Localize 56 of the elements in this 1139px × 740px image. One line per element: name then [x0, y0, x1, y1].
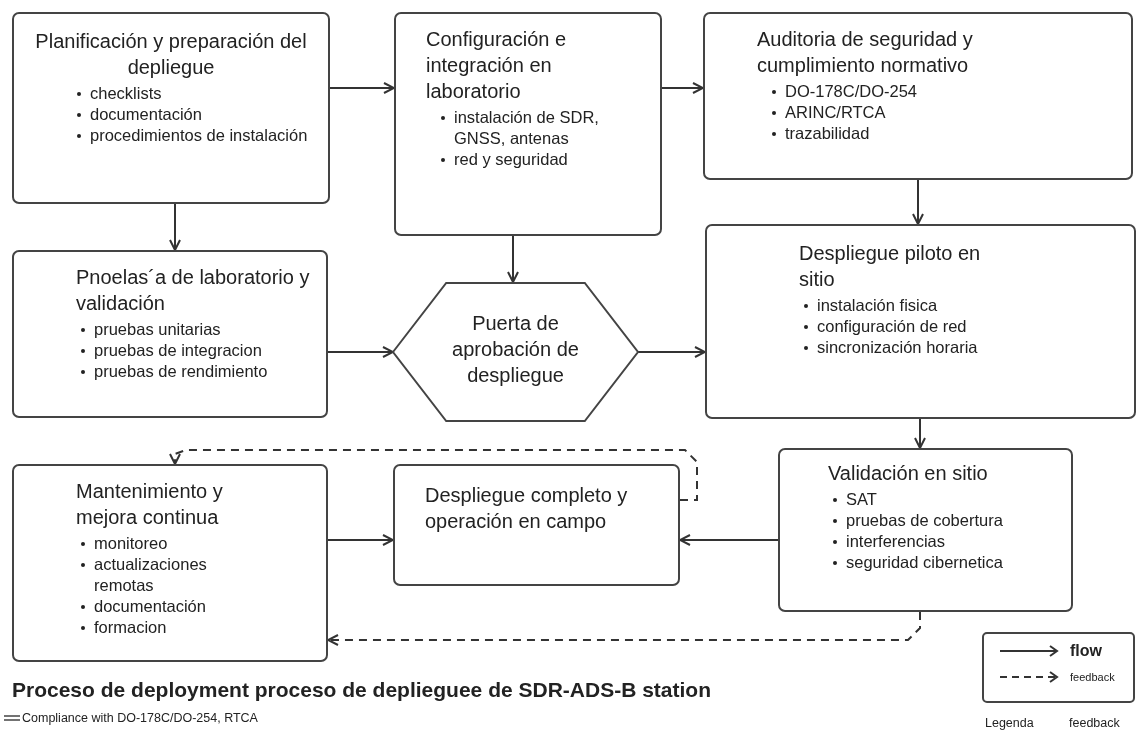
node-heading: Pnoelas´a de laboratorio y validación: [76, 265, 311, 316]
bullet-text: procedimientos de instalación: [90, 126, 308, 144]
process-box: [703, 12, 1133, 180]
bullet-text: configuración de red: [817, 317, 967, 335]
arrow: [329, 82, 395, 94]
bullet-text: DO-178C/DO-254: [785, 82, 918, 100]
note-text: feedback: [1069, 716, 1120, 730]
arrow: [169, 203, 181, 251]
process-box: [12, 464, 328, 662]
bullet-text: pruebas de cobertura: [846, 511, 1003, 529]
process-box: [12, 12, 330, 204]
arrow: [914, 418, 926, 449]
bullet-text: SAT: [846, 490, 877, 508]
bullet-text: sincronización horaria: [817, 338, 978, 356]
caption: Compliance with DO-178C/DO-254, RTCA: [22, 711, 258, 725]
node-heading: Mantenimiento y mejora continua: [76, 479, 224, 530]
node-heading: Auditoria de seguridad y cumplimiento normativo: [757, 27, 974, 78]
process-box: [394, 12, 662, 236]
process-box: [705, 224, 1136, 419]
node-heading: Planificación y preparación del depliegue: [34, 29, 308, 80]
bullet-text: interferencias: [846, 532, 946, 550]
bullet-text: red y seguridad: [454, 150, 568, 168]
process-box: [778, 448, 1073, 612]
arrow: [679, 534, 779, 546]
node-heading: Puerta de aprobación de despliegue: [451, 311, 580, 388]
process-box: [12, 250, 328, 418]
legend-label: flow: [1070, 642, 1102, 660]
node-heading: Despliegue piloto en sitio: [799, 241, 982, 292]
node-heading: Validación en sitio: [828, 461, 989, 486]
bullet-text: pruebas de rendimiento: [94, 362, 268, 380]
arrow: [637, 346, 706, 358]
arrow: [661, 82, 704, 94]
bullet-text: monitoreo: [94, 534, 168, 552]
bullet-text: checklists: [90, 84, 162, 102]
legend-label: feedback: [1070, 671, 1115, 683]
bullet-text: documentación: [94, 597, 206, 615]
bullet-text: instalación fisica: [817, 296, 938, 314]
arrow: [327, 534, 394, 546]
bullet-text: pruebas de integracion: [94, 341, 262, 359]
process-box: [393, 464, 680, 586]
note-text: Legenda: [985, 716, 1034, 730]
node-heading: Configuración e integración en laboratorio: [426, 27, 568, 104]
arrow: [327, 346, 394, 358]
arrow: [912, 179, 924, 225]
node-heading: Despliegue completo y operación en campo: [425, 483, 629, 534]
bullet-text: documentación: [90, 105, 202, 123]
decision-hexagon: [393, 282, 638, 422]
bullet-text: pruebas unitarias: [94, 320, 221, 338]
dashed-arrow: [327, 611, 921, 646]
arrow: [507, 235, 519, 283]
diagram-title: Proceso de deployment proceso de deplieguee de SDR-ADS-B station: [12, 678, 711, 702]
bullet-text: seguridad cibernetica: [846, 553, 1003, 571]
dashed-arrow: [169, 449, 698, 501]
bullet-text: formacion: [94, 618, 167, 636]
bullet-text: ARINC/RTCA: [785, 103, 886, 121]
bullet-text: trazabilidad: [785, 124, 870, 142]
